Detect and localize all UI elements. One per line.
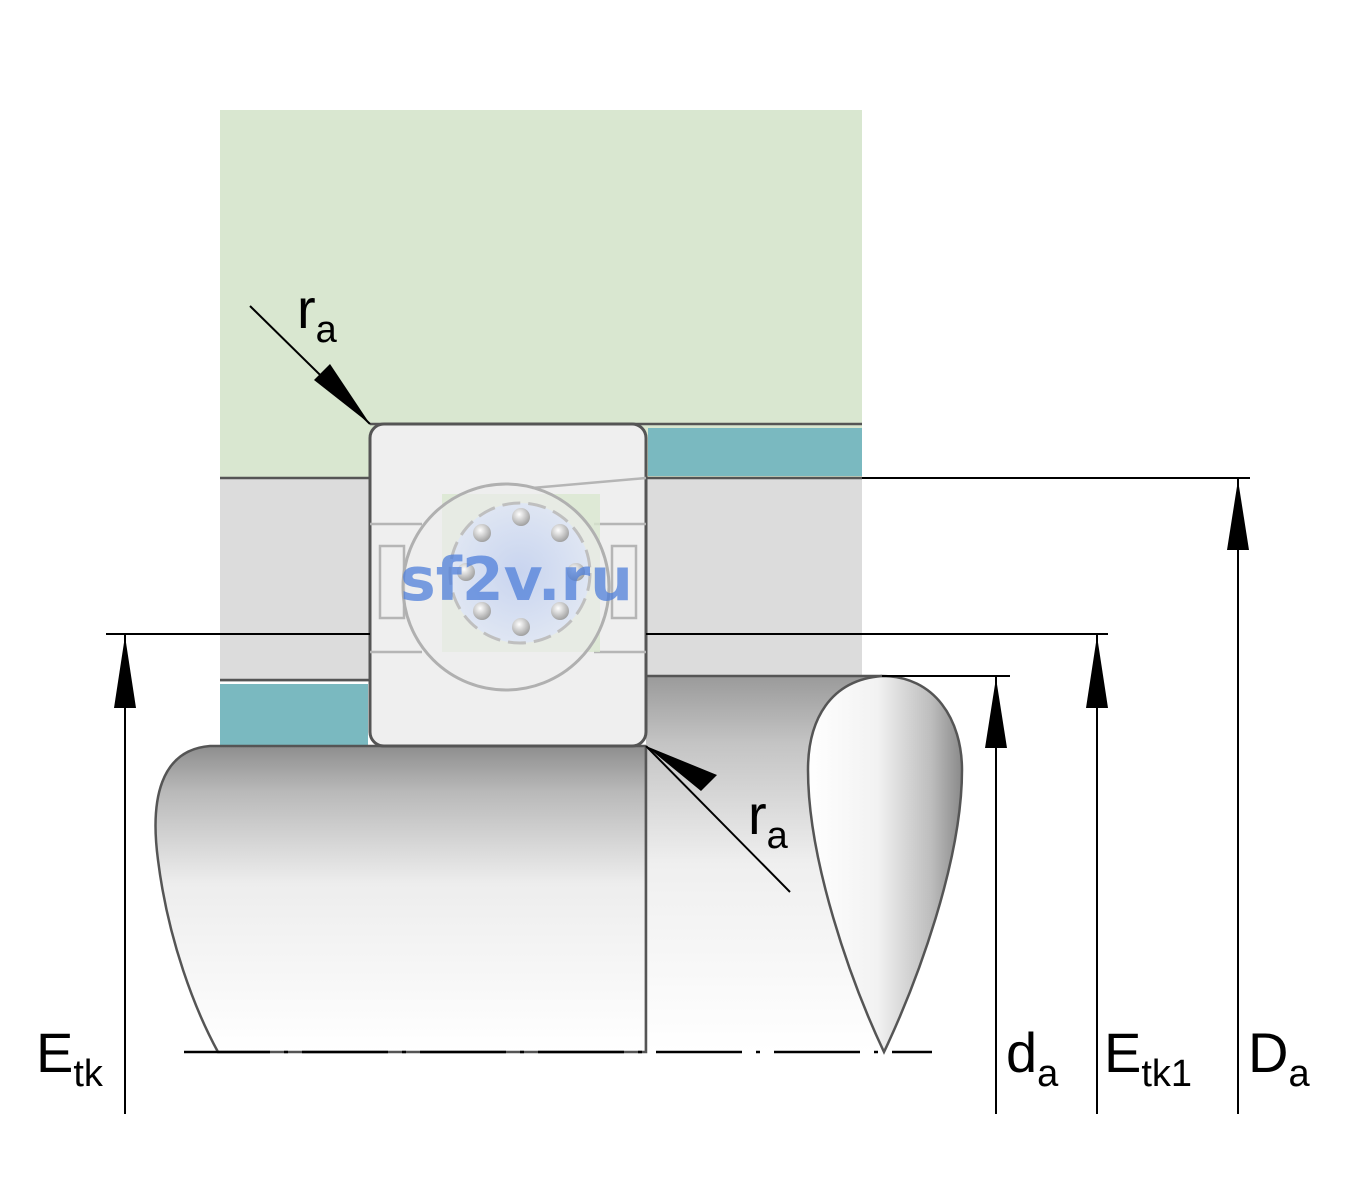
label-ra-top: ra [297, 277, 338, 351]
spacer-top-right [648, 428, 862, 476]
label-etk1: Etk1 [1104, 1021, 1192, 1095]
Da-arrow [1227, 480, 1249, 550]
spacer-bottom-left [220, 684, 368, 746]
shaft-left [154, 744, 648, 1054]
shaft-end-face [806, 674, 964, 1055]
da-arrow [985, 678, 1007, 748]
etk-arrow [114, 636, 136, 708]
dimension-lines [106, 305, 1250, 1114]
bearing [368, 422, 648, 748]
ra-bottom-arrow [646, 746, 717, 791]
label-Da: Da [1248, 1021, 1310, 1095]
label-da: da [1006, 1021, 1059, 1095]
label-ra-bottom: ra [748, 783, 789, 857]
ra-top-arrow [314, 364, 370, 424]
etk1-arrow [1086, 636, 1108, 708]
watermark: sf2v.ru [400, 545, 633, 615]
arrowheads [114, 364, 1249, 791]
label-etk: Etk [36, 1021, 104, 1095]
